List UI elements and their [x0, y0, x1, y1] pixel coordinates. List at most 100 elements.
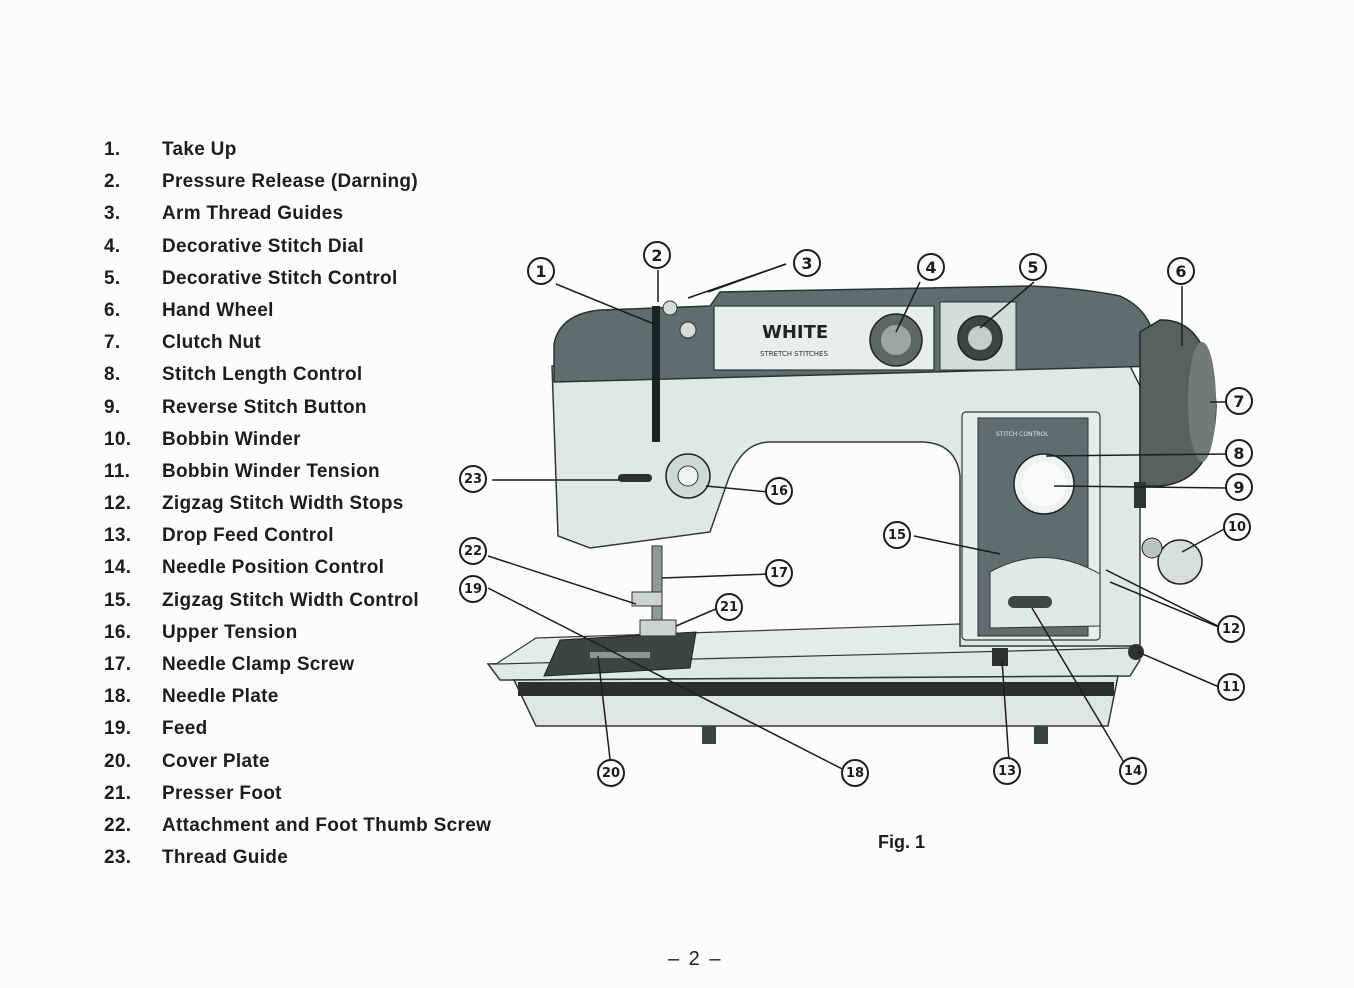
- machine-brand: WHITE: [762, 322, 828, 343]
- part-number: 5.: [104, 267, 121, 289]
- callout-8: 8: [1225, 439, 1253, 467]
- parts-list-item: 19. Feed: [104, 713, 524, 745]
- part-number: 3.: [104, 203, 121, 225]
- part-label: Needle Position Control: [162, 557, 385, 579]
- callout-9: 9: [1225, 473, 1253, 501]
- part-number: 1.: [104, 139, 121, 160]
- parts-list-item: 14. Needle Position Control: [104, 552, 524, 584]
- part-label: Decorative Stitch Control: [162, 267, 398, 289]
- part-label: Attachment and Foot Thumb Screw: [162, 814, 492, 836]
- parts-list-item: 12. Zigzag Stitch Width Stops: [104, 488, 524, 520]
- callout-4: 4: [917, 253, 945, 281]
- part-label: Drop Feed Control: [162, 525, 334, 547]
- callout-22: 22: [459, 537, 487, 565]
- callout-20: 20: [597, 759, 625, 787]
- part-label: Bobbin Winder Tension: [162, 460, 380, 482]
- parts-list-item: 13. Drop Feed Control: [104, 520, 524, 552]
- callout-14: 14: [1119, 757, 1147, 785]
- part-number: 21.: [104, 782, 132, 804]
- parts-list-item: 17. Needle Clamp Screw: [104, 649, 524, 681]
- parts-list-item: 18. Needle Plate: [104, 681, 524, 713]
- part-label: Needle Clamp Screw: [162, 654, 355, 675]
- callout-11: 11: [1217, 673, 1245, 701]
- callout-5: 5: [1019, 253, 1047, 281]
- sewing-machine-figure: WHITE STRETCH STITCHES STITCH CONTROL: [440, 236, 1270, 806]
- callout-21: 21: [715, 593, 743, 621]
- parts-list-item: 7. Clutch Nut: [104, 327, 524, 359]
- parts-list-item: 1. Take Up: [104, 134, 524, 166]
- callout-10: 10: [1223, 513, 1251, 541]
- part-label: Decorative Stitch Dial: [162, 235, 364, 257]
- parts-list-item: 4. Decorative Stitch Dial: [104, 231, 524, 263]
- part-number: 16.: [104, 621, 132, 643]
- callout-15: 15: [883, 521, 911, 549]
- parts-list-item: 11. Bobbin Winder Tension: [104, 456, 524, 488]
- part-number: 14.: [104, 557, 132, 579]
- part-label: Needle Plate: [162, 686, 279, 708]
- part-number: 7.: [104, 332, 121, 354]
- part-number: 2.: [104, 171, 121, 193]
- part-number: 12.: [104, 493, 132, 515]
- part-number: 15.: [104, 589, 132, 611]
- callout-16: 16: [765, 477, 793, 505]
- callout-6: 6: [1167, 257, 1195, 285]
- part-label: Cover Plate: [162, 750, 270, 772]
- callout-13: 13: [993, 757, 1021, 785]
- callout-18: 18: [841, 759, 869, 787]
- page-number: – 2 –: [668, 948, 723, 970]
- part-label: Zigzag Stitch Width Stops: [162, 493, 404, 515]
- part-number: 9.: [104, 396, 121, 418]
- parts-list-item: 2. Pressure Release (Darning): [104, 166, 524, 198]
- sewing-machine-illustration: WHITE STRETCH STITCHES STITCH CONTROL: [486, 285, 1217, 744]
- part-number: 23.: [104, 847, 132, 869]
- part-number: 8.: [104, 364, 121, 386]
- part-label: Clutch Nut: [162, 332, 262, 354]
- part-label: Thread Guide: [162, 847, 289, 869]
- parts-list-item: 23. Thread Guide: [104, 842, 524, 874]
- callout-2: 2: [643, 241, 671, 269]
- part-number: 6.: [104, 299, 121, 321]
- part-number: 13.: [104, 525, 132, 547]
- part-label: Presser Foot: [162, 782, 282, 804]
- parts-list-item: 5. Decorative Stitch Control: [104, 263, 524, 295]
- figure-caption: Fig. 1: [878, 832, 926, 852]
- part-number: 18.: [104, 686, 132, 708]
- callout-23: 23: [459, 465, 487, 493]
- part-number: 19.: [104, 718, 132, 740]
- parts-list-item: 9. Reverse Stitch Button: [104, 392, 524, 424]
- part-number: 17.: [104, 654, 132, 675]
- parts-list-item: 15. Zigzag Stitch Width Control: [104, 585, 524, 617]
- part-label: Stitch Length Control: [162, 364, 363, 386]
- callout-3: 3: [793, 249, 821, 277]
- part-label: Zigzag Stitch Width Control: [162, 589, 420, 611]
- part-label: Arm Thread Guides: [162, 203, 344, 225]
- part-number: 22.: [104, 814, 132, 836]
- part-number: 10.: [104, 428, 132, 450]
- callout-19: 19: [459, 575, 487, 603]
- part-label: Bobbin Winder: [162, 428, 301, 450]
- parts-list-item: 20. Cover Plate: [104, 746, 524, 778]
- part-label: Feed: [162, 718, 208, 740]
- machine-subtitle: STRETCH STITCHES: [760, 350, 828, 358]
- panel-label: STITCH CONTROL: [996, 431, 1049, 438]
- part-number: 20.: [104, 750, 132, 772]
- parts-list-item: 3. Arm Thread Guides: [104, 198, 524, 230]
- parts-list: 1. Take Up 2. Pressure Release (Darning) 3. A…: [104, 134, 524, 874]
- part-label: Hand Wheel: [162, 299, 274, 321]
- part-number: 4.: [104, 235, 121, 257]
- parts-list-item: 22. Attachment and Foot Thumb Screw: [104, 810, 524, 842]
- part-label: Reverse Stitch Button: [162, 396, 367, 418]
- callout-12: 12: [1217, 615, 1245, 643]
- part-label: Upper Tension: [162, 621, 298, 643]
- part-label: Pressure Release (Darning): [162, 171, 418, 193]
- callout-1: 1: [527, 257, 555, 285]
- callout-7: 7: [1225, 387, 1253, 415]
- part-number: 11.: [104, 460, 131, 482]
- part-label: Take Up: [162, 139, 237, 160]
- parts-list-item: 8. Stitch Length Control: [104, 359, 524, 391]
- parts-list-item: 21. Presser Foot: [104, 778, 524, 810]
- parts-list-item: 10. Bobbin Winder: [104, 424, 524, 456]
- callout-17: 17: [765, 559, 793, 587]
- parts-list-item: 16. Upper Tension: [104, 617, 524, 649]
- parts-list-item: 6. Hand Wheel: [104, 295, 524, 327]
